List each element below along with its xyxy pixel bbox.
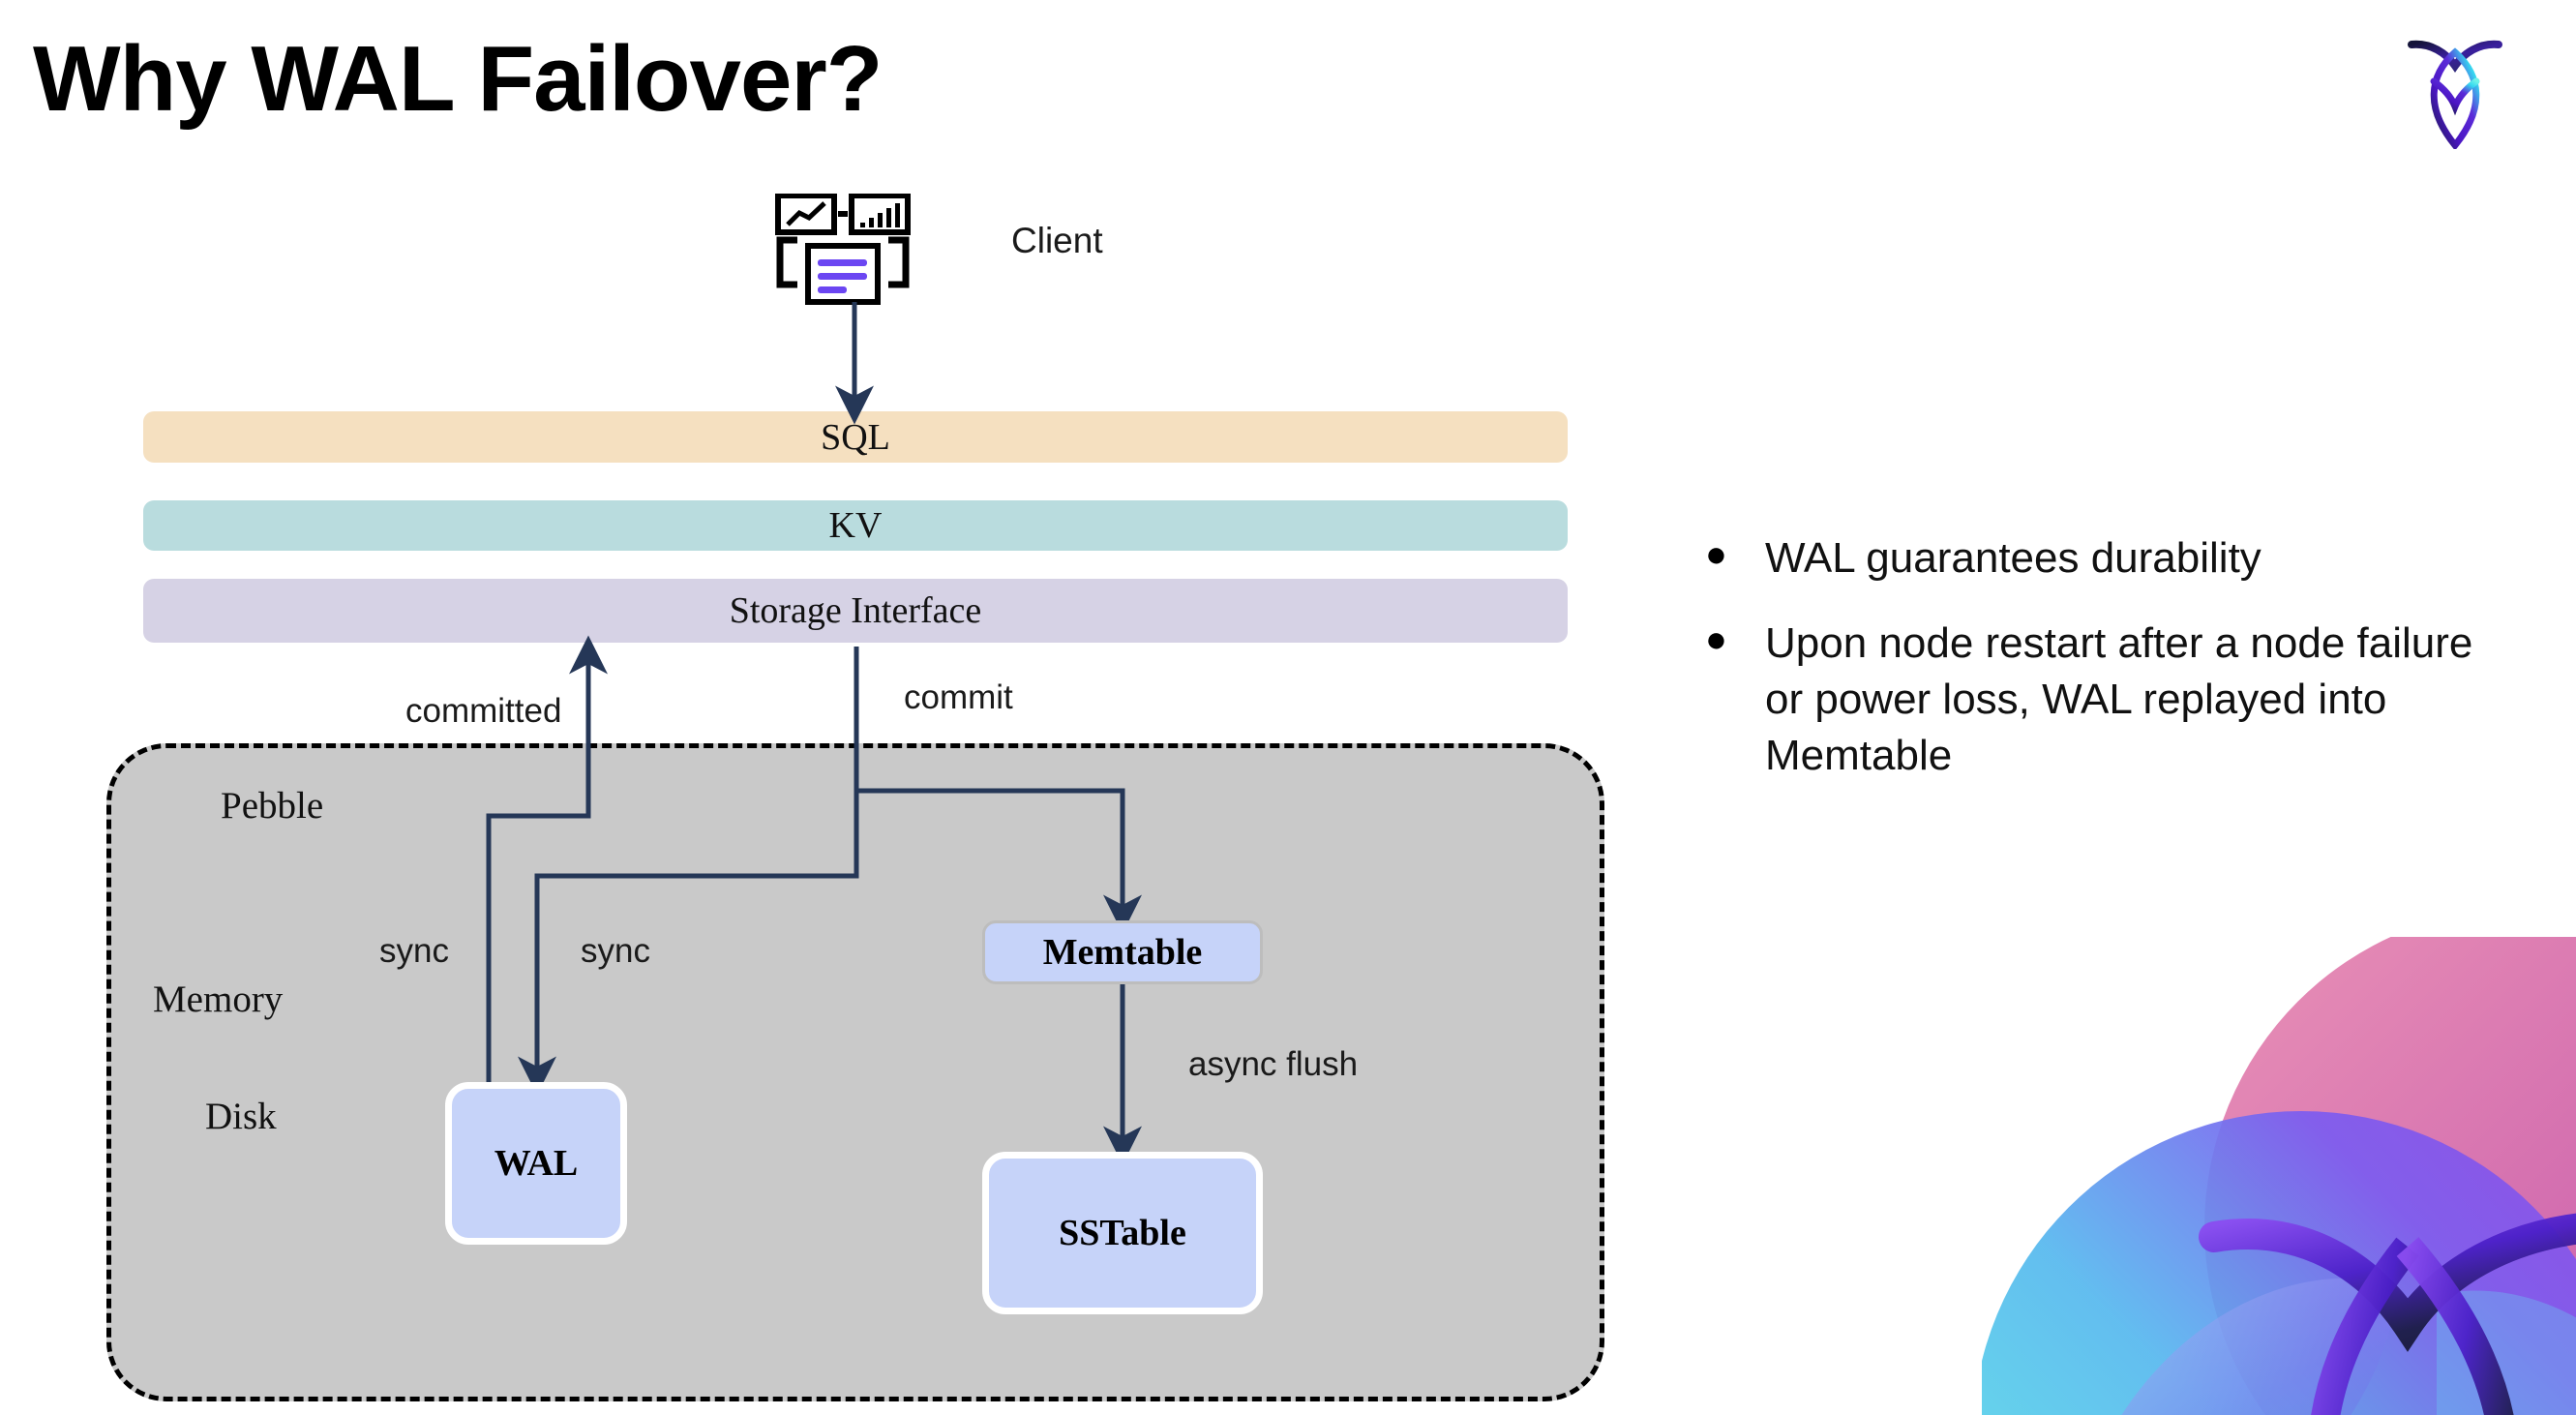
client-label: Client <box>1011 221 1103 260</box>
disk-label: Disk <box>205 1096 277 1137</box>
layer-label-storage-interface: Storage Interface <box>729 590 982 631</box>
layer-bar-storage-interface: Storage Interface <box>143 579 1568 643</box>
edge-label-committed: committed <box>405 692 562 730</box>
memory-label: Memory <box>153 978 284 1020</box>
edge-label-sync-1: sync <box>379 932 449 970</box>
pebble-label: Pebble <box>221 785 324 827</box>
bullet-text: Upon node restart after a node failure o… <box>1765 619 2473 780</box>
bullet-marker-icon: ● <box>1705 534 1727 575</box>
decorative-logo-watermark <box>1982 937 2576 1415</box>
layer-label-sql: SQL <box>821 416 890 458</box>
layer-bar-sql: SQL <box>143 411 1568 463</box>
bullet-text: WAL guarantees durability <box>1765 534 2261 582</box>
edge-label-async-flush: async flush <box>1188 1045 1359 1083</box>
layer-label-kv: KV <box>828 505 883 546</box>
bullet-list: ● WAL guarantees durability ● Upon node … <box>1705 530 2518 813</box>
bullet-marker-icon: ● <box>1705 619 1727 661</box>
cockroach-logo-icon <box>2402 23 2508 151</box>
pebble-container <box>106 743 1604 1401</box>
node-memtable: Memtable <box>982 920 1263 984</box>
node-wal: WAL <box>445 1082 627 1245</box>
edge-label-sync-2: sync <box>581 932 650 970</box>
node-label-memtable: Memtable <box>1042 932 1203 973</box>
node-label-wal: WAL <box>494 1143 579 1184</box>
edge-label-commit: commit <box>904 678 1013 716</box>
node-label-sstable: SSTable <box>1059 1213 1186 1253</box>
node-sstable: SSTable <box>982 1152 1263 1314</box>
page-title: Why WAL Failover? <box>33 27 883 131</box>
layer-bar-kv: KV <box>143 500 1568 551</box>
client-dashboard-icon <box>774 193 929 306</box>
list-item: ● Upon node restart after a node failure… <box>1705 616 2518 784</box>
list-item: ● WAL guarantees durability <box>1705 530 2518 587</box>
